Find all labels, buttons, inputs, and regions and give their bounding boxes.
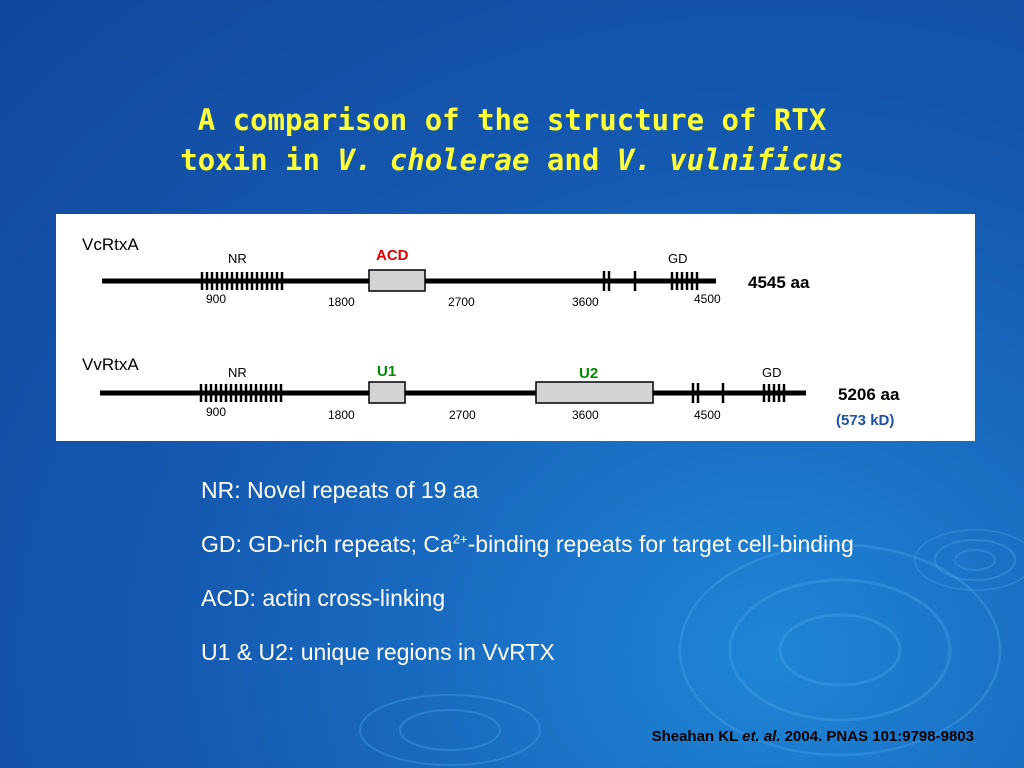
species-cholerae: V. cholerae: [337, 143, 530, 177]
legend-gd-suffix: -binding repeats for target cell-binding: [467, 531, 854, 557]
legend-gd-superscript: 2+: [452, 531, 468, 547]
vc-tick-3600: 3600: [572, 295, 599, 309]
citation-author: Sheahan KL: [651, 728, 743, 745]
vv-name: VvRtxA: [82, 355, 139, 374]
vv-tick-4500: 4500: [694, 408, 721, 422]
vv-tick-900: 900: [206, 405, 226, 419]
vc-acd-box: [368, 269, 426, 292]
title-line-2: toxin in V. cholerae and V. vulnificus: [0, 140, 1024, 180]
vv-u2-label: U2: [579, 365, 598, 382]
vc-gd-label: GD: [668, 251, 688, 266]
vv-tick-3600: 3600: [572, 408, 599, 422]
vv-mass: (573 kD): [836, 412, 894, 429]
vc-tick-900: 900: [206, 292, 226, 306]
legend-gd: GD: GD-rich repeats; Ca2+-binding repeat…: [201, 528, 861, 560]
citation-etal: et. al.: [742, 728, 781, 745]
vc-name: VcRtxA: [82, 235, 139, 254]
vc-length: 4545 aa: [748, 273, 810, 292]
legend-nr: NR: Novel repeats of 19 aa: [201, 477, 479, 503]
vc-middle-marks: [602, 271, 637, 291]
vc-tick-labels: 900 1800 2700 3600 4500: [206, 292, 721, 309]
vc-tick-2700: 2700: [448, 295, 475, 309]
vv-tick-labels: 900 1800 2700 3600 4500: [206, 405, 721, 422]
vc-acd-label: ACD: [376, 247, 409, 264]
vv-gd-repeats: [762, 384, 786, 402]
legend-u: U1 & U2: unique regions in VvRTX: [201, 639, 555, 665]
title-line-1: A comparison of the structure of RTX: [197, 103, 827, 137]
rtx-diagram-svg: VcRtxA NR GD ACD 900 1800: [82, 235, 900, 429]
title-prefix: toxin in: [180, 143, 338, 177]
vv-tick-1800: 1800: [328, 408, 355, 422]
vv-nr-repeats: [199, 384, 283, 402]
vv-middle-marks: [691, 383, 725, 403]
abbreviation-legend: NR: Novel repeats of 19 aa GD: GD-rich r…: [201, 474, 861, 690]
vv-gd-label: GD: [762, 365, 782, 380]
vv-u1-box: [368, 381, 406, 404]
citation: Sheahan KL et. al. 2004. PNAS 101:9798-9…: [652, 728, 974, 745]
rtx-structure-figure: VcRtxA NR GD ACD 900 1800: [56, 214, 975, 441]
title-and: and: [529, 143, 617, 177]
vv-u2-box: [535, 381, 654, 404]
vc-nr-repeats: [200, 272, 284, 290]
legend-gd-prefix: GD: GD-rich repeats; Ca: [201, 531, 453, 557]
vv-nr-label: NR: [228, 365, 247, 380]
vv-u1-label: U1: [377, 363, 396, 380]
vv-length: 5206 aa: [838, 385, 900, 404]
vv-tick-2700: 2700: [449, 408, 476, 422]
slide-title: A comparison of the structure of RTX tox…: [0, 100, 1024, 180]
vc-tick-4500: 4500: [694, 292, 721, 306]
vc-gd-repeats: [670, 272, 699, 290]
vc-tick-1800: 1800: [328, 295, 355, 309]
legend-acd: ACD: actin cross-linking: [201, 585, 446, 611]
vc-nr-label: NR: [228, 251, 247, 266]
species-vulnificus: V. vulnificus: [616, 143, 844, 177]
citation-rest: 2004. PNAS 101:9798-9803: [780, 728, 974, 745]
